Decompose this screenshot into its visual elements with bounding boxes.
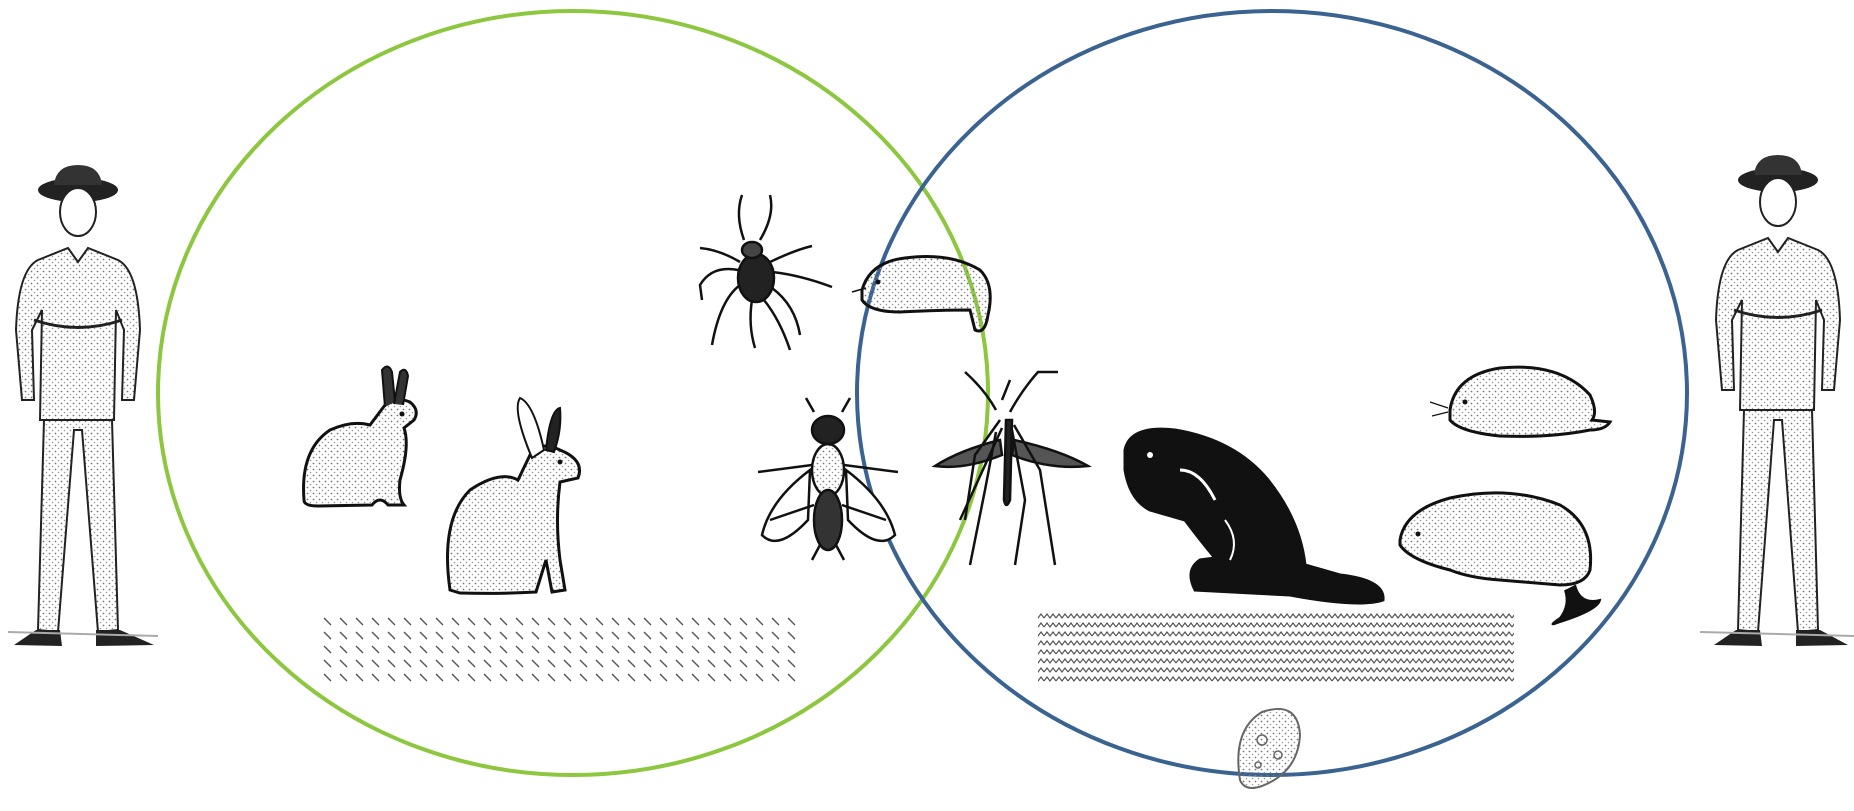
muskrat-icon (1400, 493, 1600, 624)
man-left-icon (8, 165, 158, 646)
hare-icon (448, 398, 580, 593)
right-zigzag-hatch-block (1038, 610, 1514, 682)
man-right-icon (1700, 155, 1854, 646)
left-diagonal-hatch-block (316, 615, 796, 687)
vole-icon (852, 257, 990, 332)
mole-rat-icon (1430, 367, 1610, 436)
beaver-icon (1125, 429, 1383, 603)
fly-icon (758, 398, 898, 560)
rabbit-icon (304, 366, 417, 506)
tick-icon (700, 195, 832, 350)
